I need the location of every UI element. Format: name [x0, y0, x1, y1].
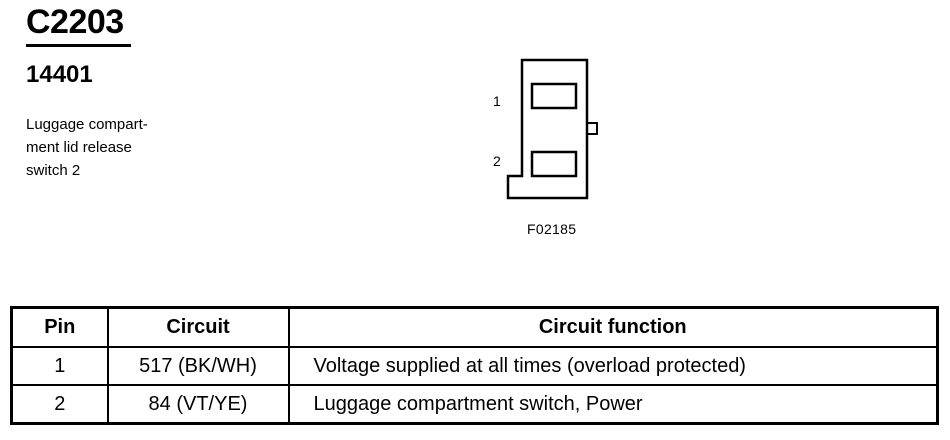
table-row: 1 517 (BK/WH) Voltage supplied at all ti… [10, 346, 939, 386]
description-line: switch 2 [26, 162, 81, 179]
description-line: ment lid release [26, 139, 132, 156]
description-line: Luggage compart- [26, 116, 148, 133]
cell-pin: 1 [10, 346, 109, 386]
header-pin: Pin [10, 306, 109, 348]
pin-label-1: 1 [493, 93, 501, 109]
cell-function: Luggage compartment switch, Power [287, 384, 939, 425]
connector-outline-drawing [506, 58, 598, 200]
component-description: Luggage compart- ment lid release switch… [26, 113, 196, 182]
header-function: Circuit function [287, 306, 939, 348]
connector-body [506, 58, 589, 200]
figure-code: F02185 [527, 221, 577, 237]
header-circuit: Circuit [106, 306, 290, 348]
table-header-row: Pin Circuit Circuit function [10, 306, 939, 348]
cell-circuit: 84 (VT/YE) [106, 384, 290, 425]
pin-label-2: 2 [493, 153, 501, 169]
cell-function: Voltage supplied at all times (overload … [287, 346, 939, 386]
connector-face-diagram: 1 2 [480, 50, 620, 250]
connector-latch [586, 122, 598, 135]
cell-pin: 2 [10, 384, 109, 425]
pin-table: Pin Circuit Circuit function 1 517 (BK/W… [10, 306, 939, 425]
terminal-cavity-2 [530, 150, 578, 178]
connector-id-underline [26, 44, 131, 47]
connector-id: C2203 [26, 3, 124, 41]
terminal-cavity-1 [530, 82, 578, 110]
cell-circuit: 517 (BK/WH) [106, 346, 290, 386]
table-row: 2 84 (VT/YE) Luggage compartment switch,… [10, 384, 939, 425]
part-number: 14401 [26, 61, 93, 88]
